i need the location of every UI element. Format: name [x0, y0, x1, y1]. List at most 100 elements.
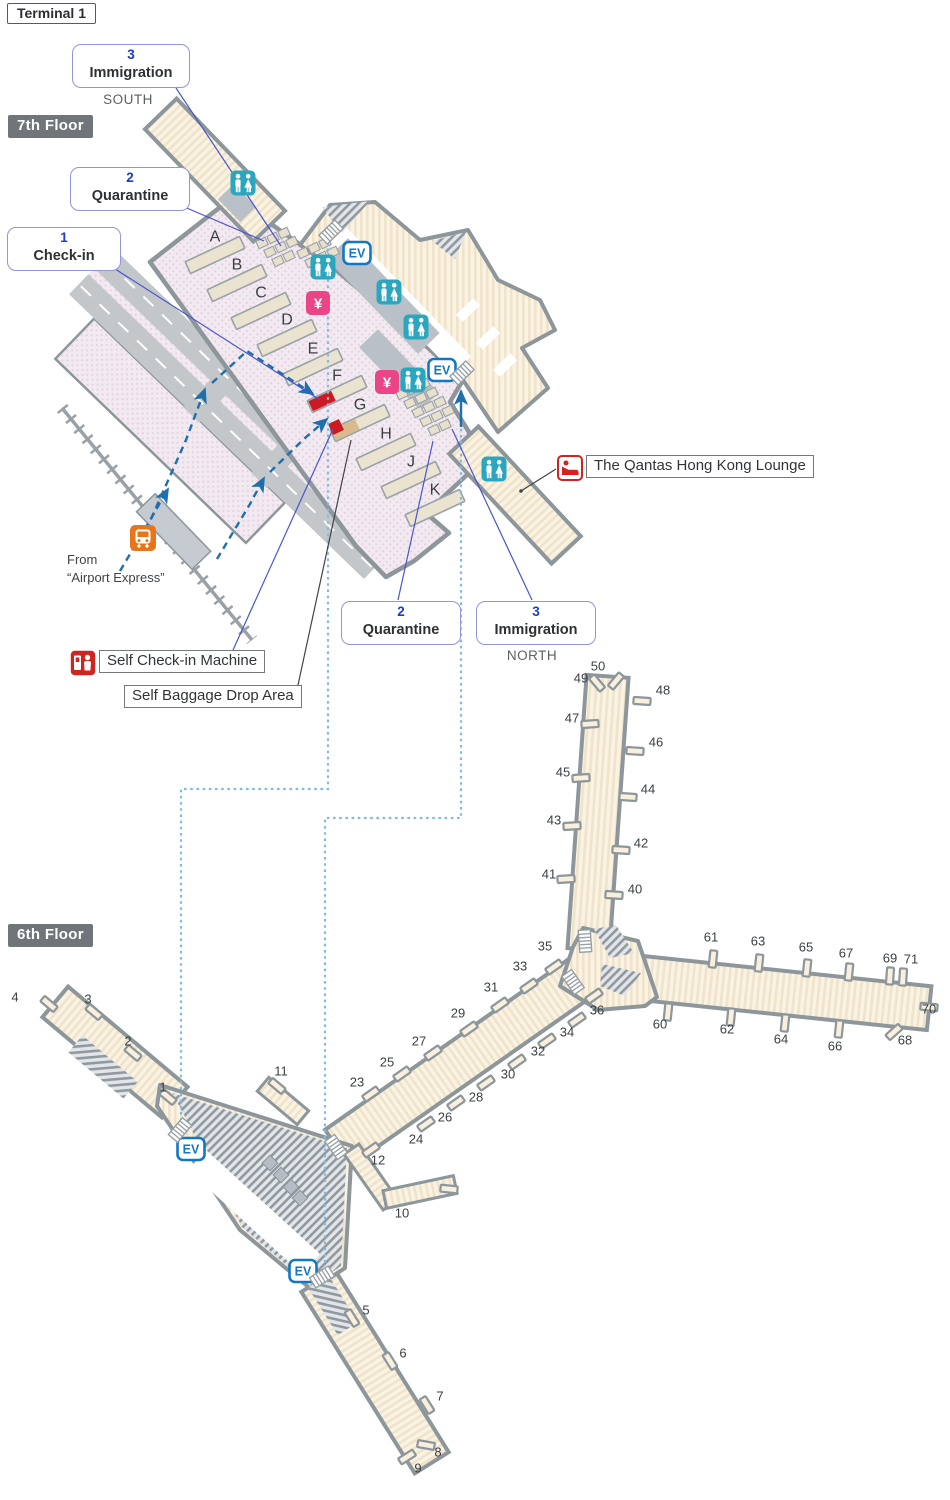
- gate-stub: [753, 953, 765, 973]
- gate-label: 42: [634, 836, 648, 851]
- ramp-hatch: [432, 232, 466, 259]
- gate-label: 10: [395, 1206, 409, 1221]
- immigration-counter: [433, 395, 447, 409]
- gate-stub: [833, 1019, 845, 1039]
- self-checkin-tag: Self Check-in Machine: [70, 650, 266, 676]
- callout-quarantine-lower: 2 Quarantine: [341, 601, 461, 645]
- callout-number: 2: [126, 170, 134, 185]
- floor7-badge: 7th Floor: [8, 115, 93, 138]
- gate-label: 11: [274, 1064, 288, 1079]
- callout-immigration-north: 3 Immigration: [476, 601, 596, 645]
- toilet-icon: [400, 367, 426, 393]
- airport-express-line2: “Airport Express”: [67, 569, 165, 585]
- hub-block: [282, 1178, 300, 1196]
- gate10-spur: [381, 1173, 459, 1211]
- gate-label: 61: [704, 930, 718, 945]
- gate-label: 67: [839, 946, 853, 961]
- gate-stub: [843, 962, 855, 982]
- hub-block: [272, 1166, 290, 1184]
- gate-stub: [361, 1141, 381, 1159]
- leader-checkin: [111, 266, 321, 401]
- gate-label: 3: [84, 992, 91, 1007]
- connector-dotted-east: [323, 404, 463, 1266]
- toilet-icon: [376, 279, 402, 305]
- gate-label: 1: [159, 1080, 166, 1095]
- callout-number: 2: [397, 604, 405, 619]
- stairs-icon: [577, 928, 593, 954]
- checkin-island-letter: C: [255, 285, 267, 302]
- gate-stub: [919, 1001, 939, 1013]
- gate-label: 50: [591, 659, 605, 674]
- gate-label: 64: [774, 1032, 788, 1047]
- immigration-counter: [427, 423, 441, 437]
- gate-stub: [158, 1088, 178, 1106]
- callout-label: Quarantine: [91, 187, 169, 204]
- direction-south-label: SOUTH: [103, 92, 153, 107]
- qantas-lounge-pier: [446, 423, 584, 567]
- callout-quarantine-upper: 2 Quarantine: [70, 167, 190, 211]
- checkin-island: [256, 318, 318, 358]
- gate-label: 44: [641, 782, 655, 797]
- gate-stub: [39, 995, 59, 1013]
- checkin-island: [355, 432, 417, 472]
- gate-stub: [507, 1053, 527, 1071]
- immigration-counter: [419, 414, 433, 428]
- checkin-island: [306, 374, 368, 414]
- gate-label: 40: [628, 882, 642, 897]
- gate-label: 71: [904, 952, 918, 967]
- airport-express-line1: From: [67, 552, 98, 567]
- gate-label: 47: [565, 711, 579, 726]
- gate-label: 25: [380, 1055, 394, 1070]
- gate-stub: [884, 1023, 904, 1041]
- road-lower: [69, 274, 384, 580]
- gate-label: 2: [124, 1034, 131, 1049]
- callout-label: Immigration: [494, 621, 578, 638]
- gate-stub: [490, 996, 510, 1014]
- immigration-counter: [403, 396, 417, 410]
- gate-label: 23: [350, 1075, 364, 1090]
- gate-stub: [632, 695, 652, 707]
- checkin-island: [380, 460, 442, 500]
- elevator-icon: [176, 1136, 206, 1162]
- gate-stub: [537, 1032, 557, 1050]
- gate-stub: [725, 1007, 737, 1027]
- gate-label: 30: [501, 1067, 515, 1082]
- immigration-counter: [414, 391, 428, 405]
- flow-arrows: [118, 349, 468, 572]
- qantas-lounge-tag: The Qantas Hong Kong Lounge: [557, 455, 814, 481]
- gate-label: 6: [399, 1346, 406, 1361]
- callout-number: 1: [60, 230, 68, 245]
- gate-stub: [584, 987, 604, 1005]
- immigration-counter: [422, 400, 436, 414]
- gate-stub: [779, 1013, 791, 1033]
- gate-stub: [418, 1395, 436, 1415]
- gate-stub: [884, 966, 896, 986]
- gate-stub: [801, 958, 813, 978]
- leader-lines: [111, 87, 557, 686]
- gate-label: 32: [531, 1044, 545, 1059]
- self-baggage-drop-mark: [331, 419, 360, 441]
- gate-stub: [567, 1011, 587, 1029]
- callout-label: Immigration: [89, 64, 173, 81]
- gate-label: 41: [542, 867, 556, 882]
- checkin-island: [230, 291, 292, 331]
- gate-label: 35: [538, 939, 552, 954]
- immigration-counter: [277, 226, 291, 240]
- gate-stub: [580, 718, 600, 730]
- immigration-counter: [266, 231, 280, 245]
- gate-stub: [571, 772, 591, 784]
- gate11-spur: [255, 1075, 311, 1127]
- immigration-counter: [285, 235, 299, 249]
- gate-stub: [361, 1085, 381, 1103]
- airport-express-platform: [135, 492, 212, 571]
- self-baggage-tag: Self Baggage Drop Area: [124, 685, 302, 708]
- hub-block: [261, 1154, 279, 1172]
- junction-ramp: [600, 964, 641, 996]
- qantas-lounge-label: The Qantas Hong Kong Lounge: [586, 455, 814, 478]
- gate-label: 27: [412, 1034, 426, 1049]
- gate-label: 7: [436, 1389, 443, 1404]
- gate-stub: [459, 1020, 479, 1038]
- corridor-core: [217, 183, 257, 223]
- hub-ramp-area: [172, 1093, 347, 1286]
- gate-stub: [607, 671, 625, 691]
